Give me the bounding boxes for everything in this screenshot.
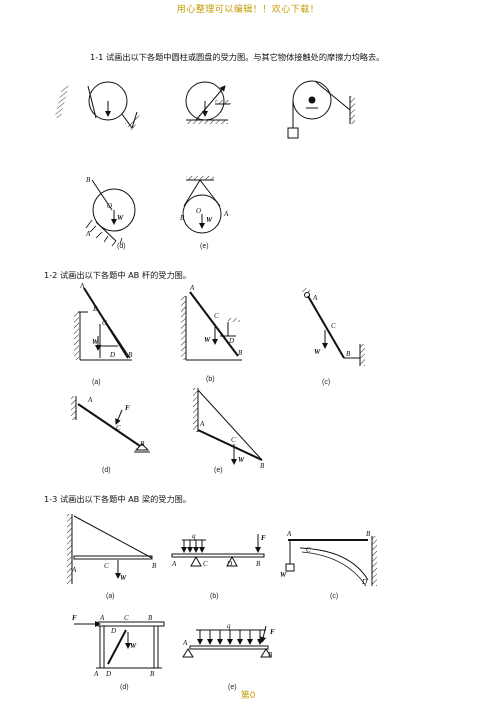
svg-text:A: A [93, 670, 99, 678]
svg-text:W: W [92, 338, 99, 346]
svg-text:B: B [180, 214, 185, 222]
svg-text:C: C [306, 546, 311, 554]
svg-text:D: D [361, 578, 367, 586]
figure-1-3-a: A C W B [67, 514, 157, 584]
svg-text:B: B [86, 176, 91, 184]
figure-1-2-a: A E C W D B [74, 282, 133, 361]
svg-text:B: B [238, 349, 243, 357]
figure-1-1-e: O W B A [180, 176, 229, 234]
caption-1-2-b: (b) [206, 376, 215, 383]
svg-text:B: B [346, 350, 351, 358]
figure-1-2-d: A F C B [71, 396, 150, 453]
svg-text:B: B [256, 560, 261, 568]
svg-text:A: A [199, 420, 205, 428]
caption-1-3-b: (b) [210, 593, 219, 600]
caption-1-3-c: (c) [330, 593, 339, 600]
figure-1-1-d: B O W A [85, 176, 136, 247]
svg-text:D: D [109, 351, 115, 359]
svg-text:W: W [120, 574, 127, 582]
figure-1-3-e: q F A B [182, 622, 275, 659]
svg-text:B: B [366, 530, 371, 538]
svg-text:C: C [231, 436, 236, 444]
page-header: 用心整理可以编辑！！欢心下载！ [176, 5, 320, 15]
svg-text:B: B [260, 462, 265, 470]
figure-1-2-b: A C W D B [181, 284, 243, 361]
svg-text:W: W [280, 571, 287, 579]
svg-text:A: A [99, 614, 105, 622]
svg-text:A: A [79, 282, 85, 290]
svg-text:B: B [268, 651, 273, 659]
caption-1-2-a: (a) [92, 379, 101, 386]
svg-text:B: B [128, 351, 133, 359]
figure-1-3-d: F A C B D W A D B [72, 614, 165, 678]
caption-1-3-a: (a) [106, 593, 115, 600]
svg-text:A: A [182, 639, 188, 647]
svg-text:A: A [85, 230, 91, 238]
figure-1-3-c: A B C W D [280, 530, 377, 587]
question-1-3-title: 1-3 试画出以下各题中 AB 梁的受力图。 [44, 494, 192, 504]
caption-1-2-d: (d) [102, 467, 111, 474]
caption-1-1-d: (d) [117, 243, 126, 250]
svg-text:B: B [152, 562, 157, 570]
svg-text:A: A [87, 396, 93, 404]
svg-text:A: A [312, 294, 318, 302]
svg-text:D: D [228, 337, 234, 345]
figure-1-1-a [54, 81, 140, 132]
svg-text:B: B [150, 670, 155, 678]
figure-1-1-b [185, 81, 231, 124]
svg-text:D: D [105, 670, 111, 678]
svg-text:A: A [171, 560, 177, 568]
svg-text:F: F [261, 534, 266, 542]
figure-1-1-c [287, 80, 355, 139]
svg-text:C: C [214, 312, 219, 320]
svg-text:W: W [314, 348, 321, 356]
svg-text:F: F [270, 628, 275, 636]
caption-1-3-e: (e) [228, 684, 237, 691]
caption-1-2-e: (e) [214, 467, 223, 474]
svg-text:C: C [102, 319, 107, 327]
caption-1-1-e: (e) [200, 243, 209, 250]
figure-1-2-e: A C W B [193, 388, 265, 470]
svg-text:F: F [72, 614, 77, 622]
svg-text:B: B [148, 614, 153, 622]
svg-text:W: W [117, 214, 124, 222]
figure-1-3-b: q F A C D B [171, 532, 266, 568]
svg-text:W: W [130, 642, 137, 650]
svg-text:W: W [204, 336, 211, 344]
svg-text:W: W [206, 216, 213, 224]
svg-text:O: O [107, 202, 112, 210]
svg-text:A: A [286, 530, 292, 538]
svg-text:C: C [104, 562, 109, 570]
svg-text:F: F [125, 404, 130, 412]
svg-text:B: B [140, 440, 145, 448]
svg-text:C: C [203, 560, 208, 568]
page-footer: 第0 [240, 691, 256, 701]
svg-text:A: A [71, 566, 77, 574]
question-1-1-title: 1-1 试画出以下各题中圆柱或圆盘的受力图。与其它物体接触处的摩擦力均略去。 [90, 52, 385, 62]
svg-text:W: W [238, 456, 245, 464]
svg-text:O: O [196, 207, 201, 215]
question-1-2-title: 1-2 试画出以下各题中 AB 杆的受力图。 [44, 270, 192, 280]
svg-text:D: D [226, 560, 232, 568]
caption-1-2-c: (c) [322, 379, 331, 386]
svg-text:C: C [116, 424, 121, 432]
svg-text:A: A [223, 210, 229, 218]
svg-text:C: C [331, 322, 336, 330]
svg-text:C: C [124, 614, 129, 622]
svg-text:D: D [110, 627, 116, 635]
svg-text:E: E [92, 305, 98, 313]
svg-text:q: q [192, 532, 196, 540]
figure-1-2-c: A C W B [302, 288, 365, 366]
caption-1-3-d: (d) [120, 684, 129, 691]
svg-text:A: A [189, 284, 195, 292]
svg-text:q: q [227, 622, 231, 630]
